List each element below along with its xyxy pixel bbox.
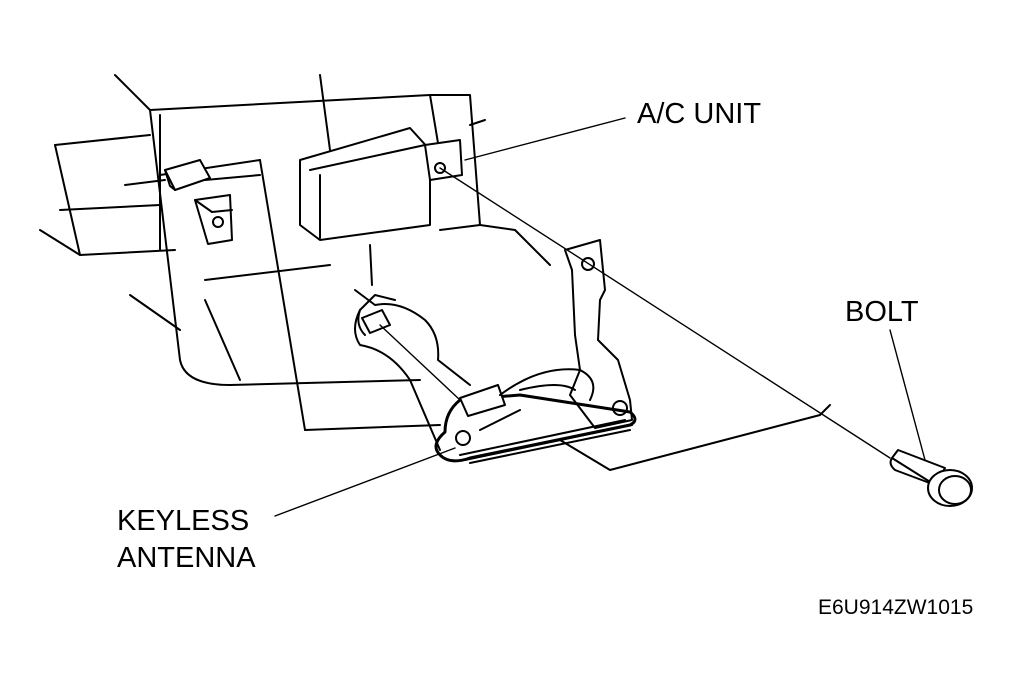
mounting-bracket <box>564 239 633 429</box>
keyless-antenna-leader <box>274 447 456 517</box>
keyless-antenna <box>354 289 637 464</box>
bolt <box>889 449 973 507</box>
keyless-antenna-label-line2: ANTENNA <box>117 542 256 574</box>
bolt-hole <box>434 162 446 174</box>
bolt-leader <box>889 329 926 461</box>
connector-block <box>124 159 211 191</box>
ac-unit-leader <box>464 117 626 161</box>
bolt-label: BOLT <box>845 296 919 328</box>
keyless-antenna-label: KEYLESS ANTENNA <box>117 503 256 577</box>
figure-code: E6U914ZW1015 <box>818 596 974 619</box>
ac-unit-module <box>299 127 463 241</box>
bolt-axis-line <box>439 167 891 459</box>
ac-unit-label: A/C UNIT <box>637 98 762 130</box>
dashboard-housing <box>39 74 831 471</box>
keyless-antenna-label-line1: KEYLESS <box>117 505 250 537</box>
small-bracket <box>194 194 233 245</box>
